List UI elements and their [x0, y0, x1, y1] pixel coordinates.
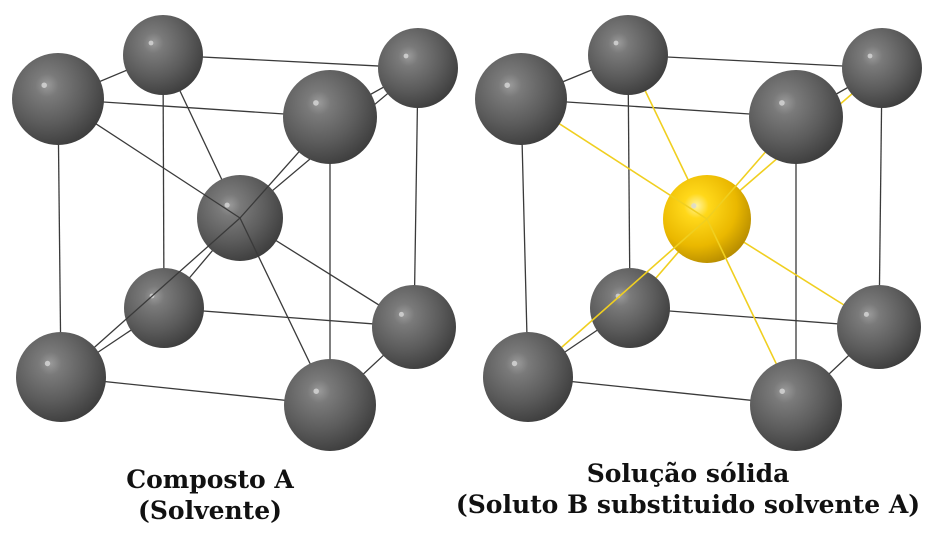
cube-edge	[162, 54, 419, 69]
solvent-atom-btr	[378, 28, 458, 108]
caption-subtitle: (Soluto B substituido solvente A)	[455, 490, 921, 519]
solvent-atom-ftl-highlight	[41, 82, 47, 88]
solvent-atom-ftr-highlight	[313, 100, 319, 106]
solvent-atom-ftr	[283, 70, 377, 164]
solute-atom-center-highlight	[691, 203, 697, 209]
solvent-atom-fbr-highlight	[313, 388, 319, 394]
cube-edge	[162, 54, 165, 309]
bcc-lattice-solvent	[12, 15, 458, 451]
solvent-atom-fbl	[483, 332, 573, 422]
caption-solvent: Composto A (Solvente)	[60, 464, 360, 526]
solvent-atom-ftr-highlight	[779, 100, 785, 106]
solvent-atom-bbr-highlight	[863, 311, 869, 317]
solvent-atom-btr	[842, 28, 922, 108]
solvent-atom-bbr	[372, 285, 456, 369]
solvent-atom-btl	[123, 15, 203, 95]
cube-edge	[878, 67, 883, 328]
solvent-atom-bbr	[837, 285, 921, 369]
solvent-atom-bbl	[124, 268, 204, 348]
solvent-atom-fbl	[16, 332, 106, 422]
solvent-atom-center-highlight	[224, 202, 230, 208]
cube-edge	[520, 98, 529, 378]
solvent-atom-ftr	[749, 70, 843, 164]
solvent-atom-bbl	[590, 268, 670, 348]
solvent-atom-fbl-highlight	[44, 360, 51, 367]
solvent-atom-btl	[588, 15, 668, 95]
cube-edge	[413, 67, 419, 328]
solvent-atom-btl-highlight	[613, 40, 619, 46]
solvent-atom-btr-highlight	[867, 53, 873, 59]
solvent-atom-ftl	[475, 53, 567, 145]
caption-title: Composto A	[126, 465, 294, 494]
cube-edge	[627, 54, 883, 69]
bcc-lattice-solid-solution	[475, 15, 922, 451]
caption-title: Solução sólida	[586, 459, 790, 488]
solvent-atom-ftl-highlight	[504, 82, 510, 88]
solvent-atom-fbr	[284, 359, 376, 451]
solvent-atom-fbl-highlight	[511, 360, 518, 367]
solvent-atom-ftl	[12, 53, 104, 145]
caption-solid-solution: Solução sólida (Soluto B substituido sol…	[438, 458, 938, 520]
cube-edge	[627, 54, 631, 309]
solvent-atom-bbr-highlight	[398, 311, 404, 317]
solvent-atom-fbr	[750, 359, 842, 451]
caption-subtitle: (Solvente)	[138, 496, 282, 525]
solvent-atom-fbr-highlight	[779, 388, 785, 394]
solvent-atom-btl-highlight	[148, 40, 154, 46]
solvent-atom-btr-highlight	[403, 53, 409, 59]
cube-edge	[57, 98, 62, 378]
